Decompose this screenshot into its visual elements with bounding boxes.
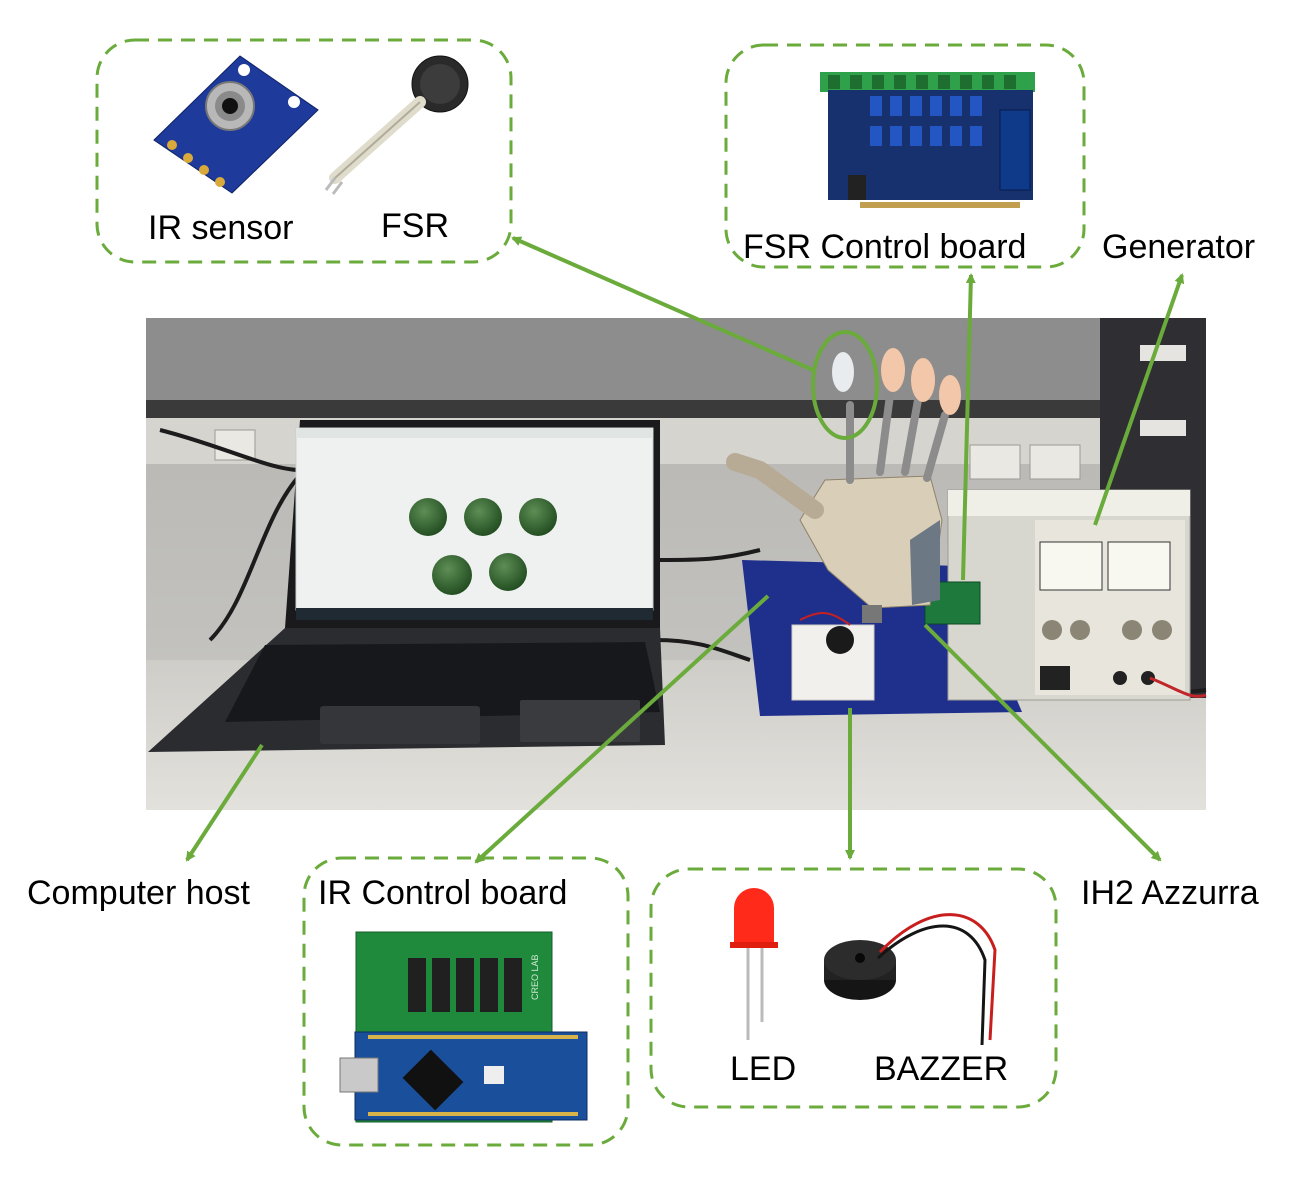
ir-board-box [302,856,630,1147]
label-ir-control-board: IR Control board [318,874,568,912]
label-fsr: FSR [381,207,449,245]
fsr-board-box [724,43,1086,269]
power-generator [947,489,1207,701]
fsr-control-board-image [820,72,1035,208]
arrow-to-ir-board [474,594,770,864]
buzzer-image [824,913,997,1046]
fsr-sensor [324,55,469,195]
arrow-to-generator [1093,273,1185,526]
arrow-to-ih2-azzurra [923,623,1162,862]
arrow-to-fsr-board [961,273,976,581]
robotic-hand [726,348,961,623]
sensors-box [95,38,513,264]
ir-board-silk-label: CREO LAB [530,954,540,1000]
label-ih2-azzurra: IH2 Azzurra [1081,874,1259,912]
label-ir-sensor: IR sensor [148,209,294,247]
label-computer-host: Computer host [27,874,250,912]
ir-sensor-module [153,55,319,194]
label-bazzer: BAZZER [874,1050,1009,1088]
label-led: LED [730,1050,797,1088]
ir-control-board-image: CREO LAB [339,931,588,1123]
laptop [148,420,665,752]
led-buzzer-box [649,867,1058,1109]
setup-photo [146,318,1207,810]
led-image [730,888,778,1040]
arrow-to-sensors [511,236,814,372]
fingertip-highlight [811,330,879,440]
label-generator: Generator [1102,228,1256,266]
label-fsr-control-board: FSR Control board [743,228,1027,266]
arrow-to-computer-host [185,743,264,862]
